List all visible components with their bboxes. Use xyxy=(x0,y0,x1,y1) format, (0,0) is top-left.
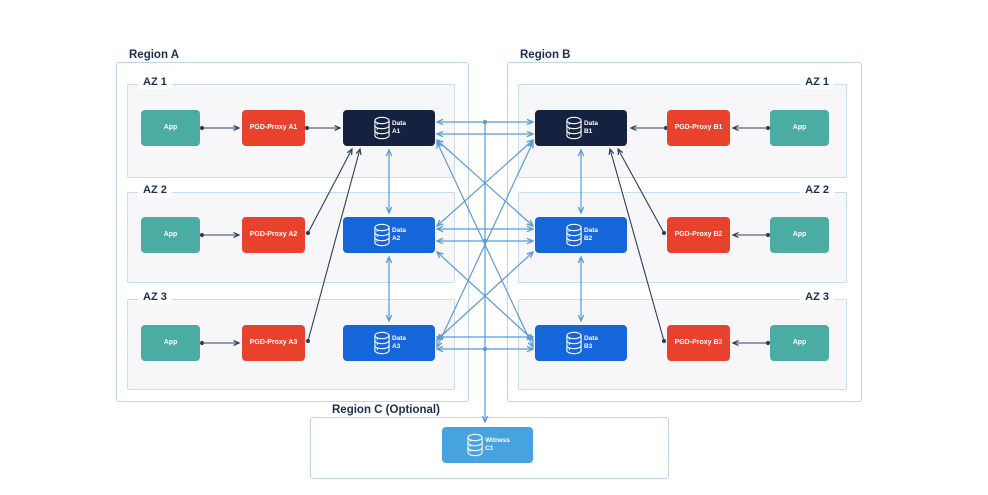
region-a-az3-app-node: App xyxy=(141,325,200,361)
region-a-az2-pgd-proxy-node: PGD-Proxy A2 xyxy=(242,217,305,253)
region-a-label: Region A xyxy=(124,49,185,62)
region-b-az3-pgd-proxy-node: PGD-Proxy B3 xyxy=(667,325,730,361)
region-a-az3-pgd-proxy-node: PGD-Proxy A3 xyxy=(242,325,305,361)
region-b-az1-app-node: App xyxy=(770,110,829,146)
region-a-az2-app-node: App xyxy=(141,217,200,253)
region-a-az1-app-node: App xyxy=(141,110,200,146)
region-b-az1-pgd-proxy-node: PGD-Proxy B1 xyxy=(667,110,730,146)
database-icon xyxy=(467,433,483,457)
database-icon xyxy=(566,331,582,355)
database-icon xyxy=(374,331,390,355)
region-a-az3-label: AZ 3 xyxy=(138,291,172,304)
region-b-az2-label: AZ 2 xyxy=(800,184,834,197)
region-b-label: Region B xyxy=(515,49,576,62)
region-c-label: Region C (Optional) xyxy=(327,404,445,417)
region-b-az2-app-node: App xyxy=(770,217,829,253)
region-b-az1-label: AZ 1 xyxy=(800,76,834,89)
database-icon xyxy=(374,223,390,247)
region-a-az1-pgd-proxy-node: PGD-Proxy A1 xyxy=(242,110,305,146)
region-a-az2-label: AZ 2 xyxy=(138,184,172,197)
database-icon xyxy=(374,116,390,140)
region-b-az2-pgd-proxy-node: PGD-Proxy B2 xyxy=(667,217,730,253)
region-b-az3-label: AZ 3 xyxy=(800,291,834,304)
database-icon xyxy=(566,116,582,140)
region-b-az3-app-node: App xyxy=(770,325,829,361)
region-a-az1-label: AZ 1 xyxy=(138,76,172,89)
database-icon xyxy=(566,223,582,247)
